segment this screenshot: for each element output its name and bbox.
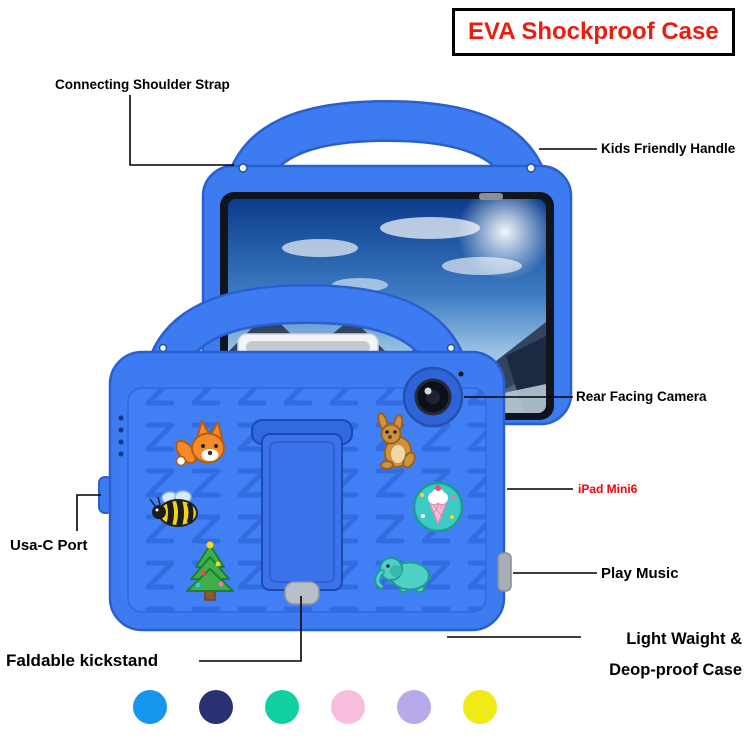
lower-case: [98, 283, 512, 632]
foldable-kickstand: [251, 419, 353, 605]
rear-camera: [402, 366, 464, 428]
label-camera: Rear Facing Camera: [576, 389, 707, 404]
swatch-yellow: [463, 690, 497, 724]
label-music: Play Music: [601, 565, 679, 582]
speaker-tab: [497, 552, 512, 592]
strap-hole-left2-icon: [158, 343, 168, 353]
shoulder-strap-line: [129, 95, 234, 166]
label-kickstand: Faldable kickstand: [6, 651, 159, 670]
kids-handle: [224, 102, 550, 207]
page-title: EVA Shockproof Case: [468, 18, 719, 45]
label-lightweight-line1: Light Waight &: [626, 630, 742, 648]
title-box: EVA Shockproof Case: [452, 8, 735, 56]
kickstand-notch: [284, 581, 320, 605]
swatch-blue: [133, 690, 167, 724]
bee-sticker: [149, 490, 198, 527]
strap-hole-right-icon: [526, 163, 536, 173]
swatch-pink: [331, 690, 365, 724]
color-swatches: [133, 690, 497, 724]
label-lightweight-line2: Deop-proof Case: [609, 660, 742, 679]
kangaroo-sticker: [377, 412, 416, 470]
label-model: iPad Mini6: [578, 482, 638, 496]
label-handle: Kids Friendly Handle: [601, 141, 736, 156]
callout-lines: [76, 95, 597, 662]
swatch-green: [265, 690, 299, 724]
ice-cream-sticker: [412, 481, 464, 533]
kickstand-line: [199, 596, 302, 662]
label-port: Usa-C Port: [10, 537, 88, 554]
label-shoulder-strap: Connecting Shoulder Strap: [55, 77, 230, 92]
elephant-sticker: [374, 557, 432, 593]
fox-sticker: [175, 420, 225, 467]
strap-hole-right2-icon: [446, 343, 456, 353]
side-buttons: [118, 415, 124, 457]
label-lightweight: Light Waight & Deop-proof Case: [609, 624, 742, 685]
lower-handle: [144, 286, 470, 394]
front-camera-notch: [479, 193, 503, 200]
port-line: [76, 494, 101, 531]
swatch-purple: [397, 690, 431, 724]
christmas-tree-sticker: [186, 541, 234, 601]
strap-hole-left-icon: [238, 163, 248, 173]
stylus: [246, 341, 370, 353]
swatch-navy: [199, 690, 233, 724]
